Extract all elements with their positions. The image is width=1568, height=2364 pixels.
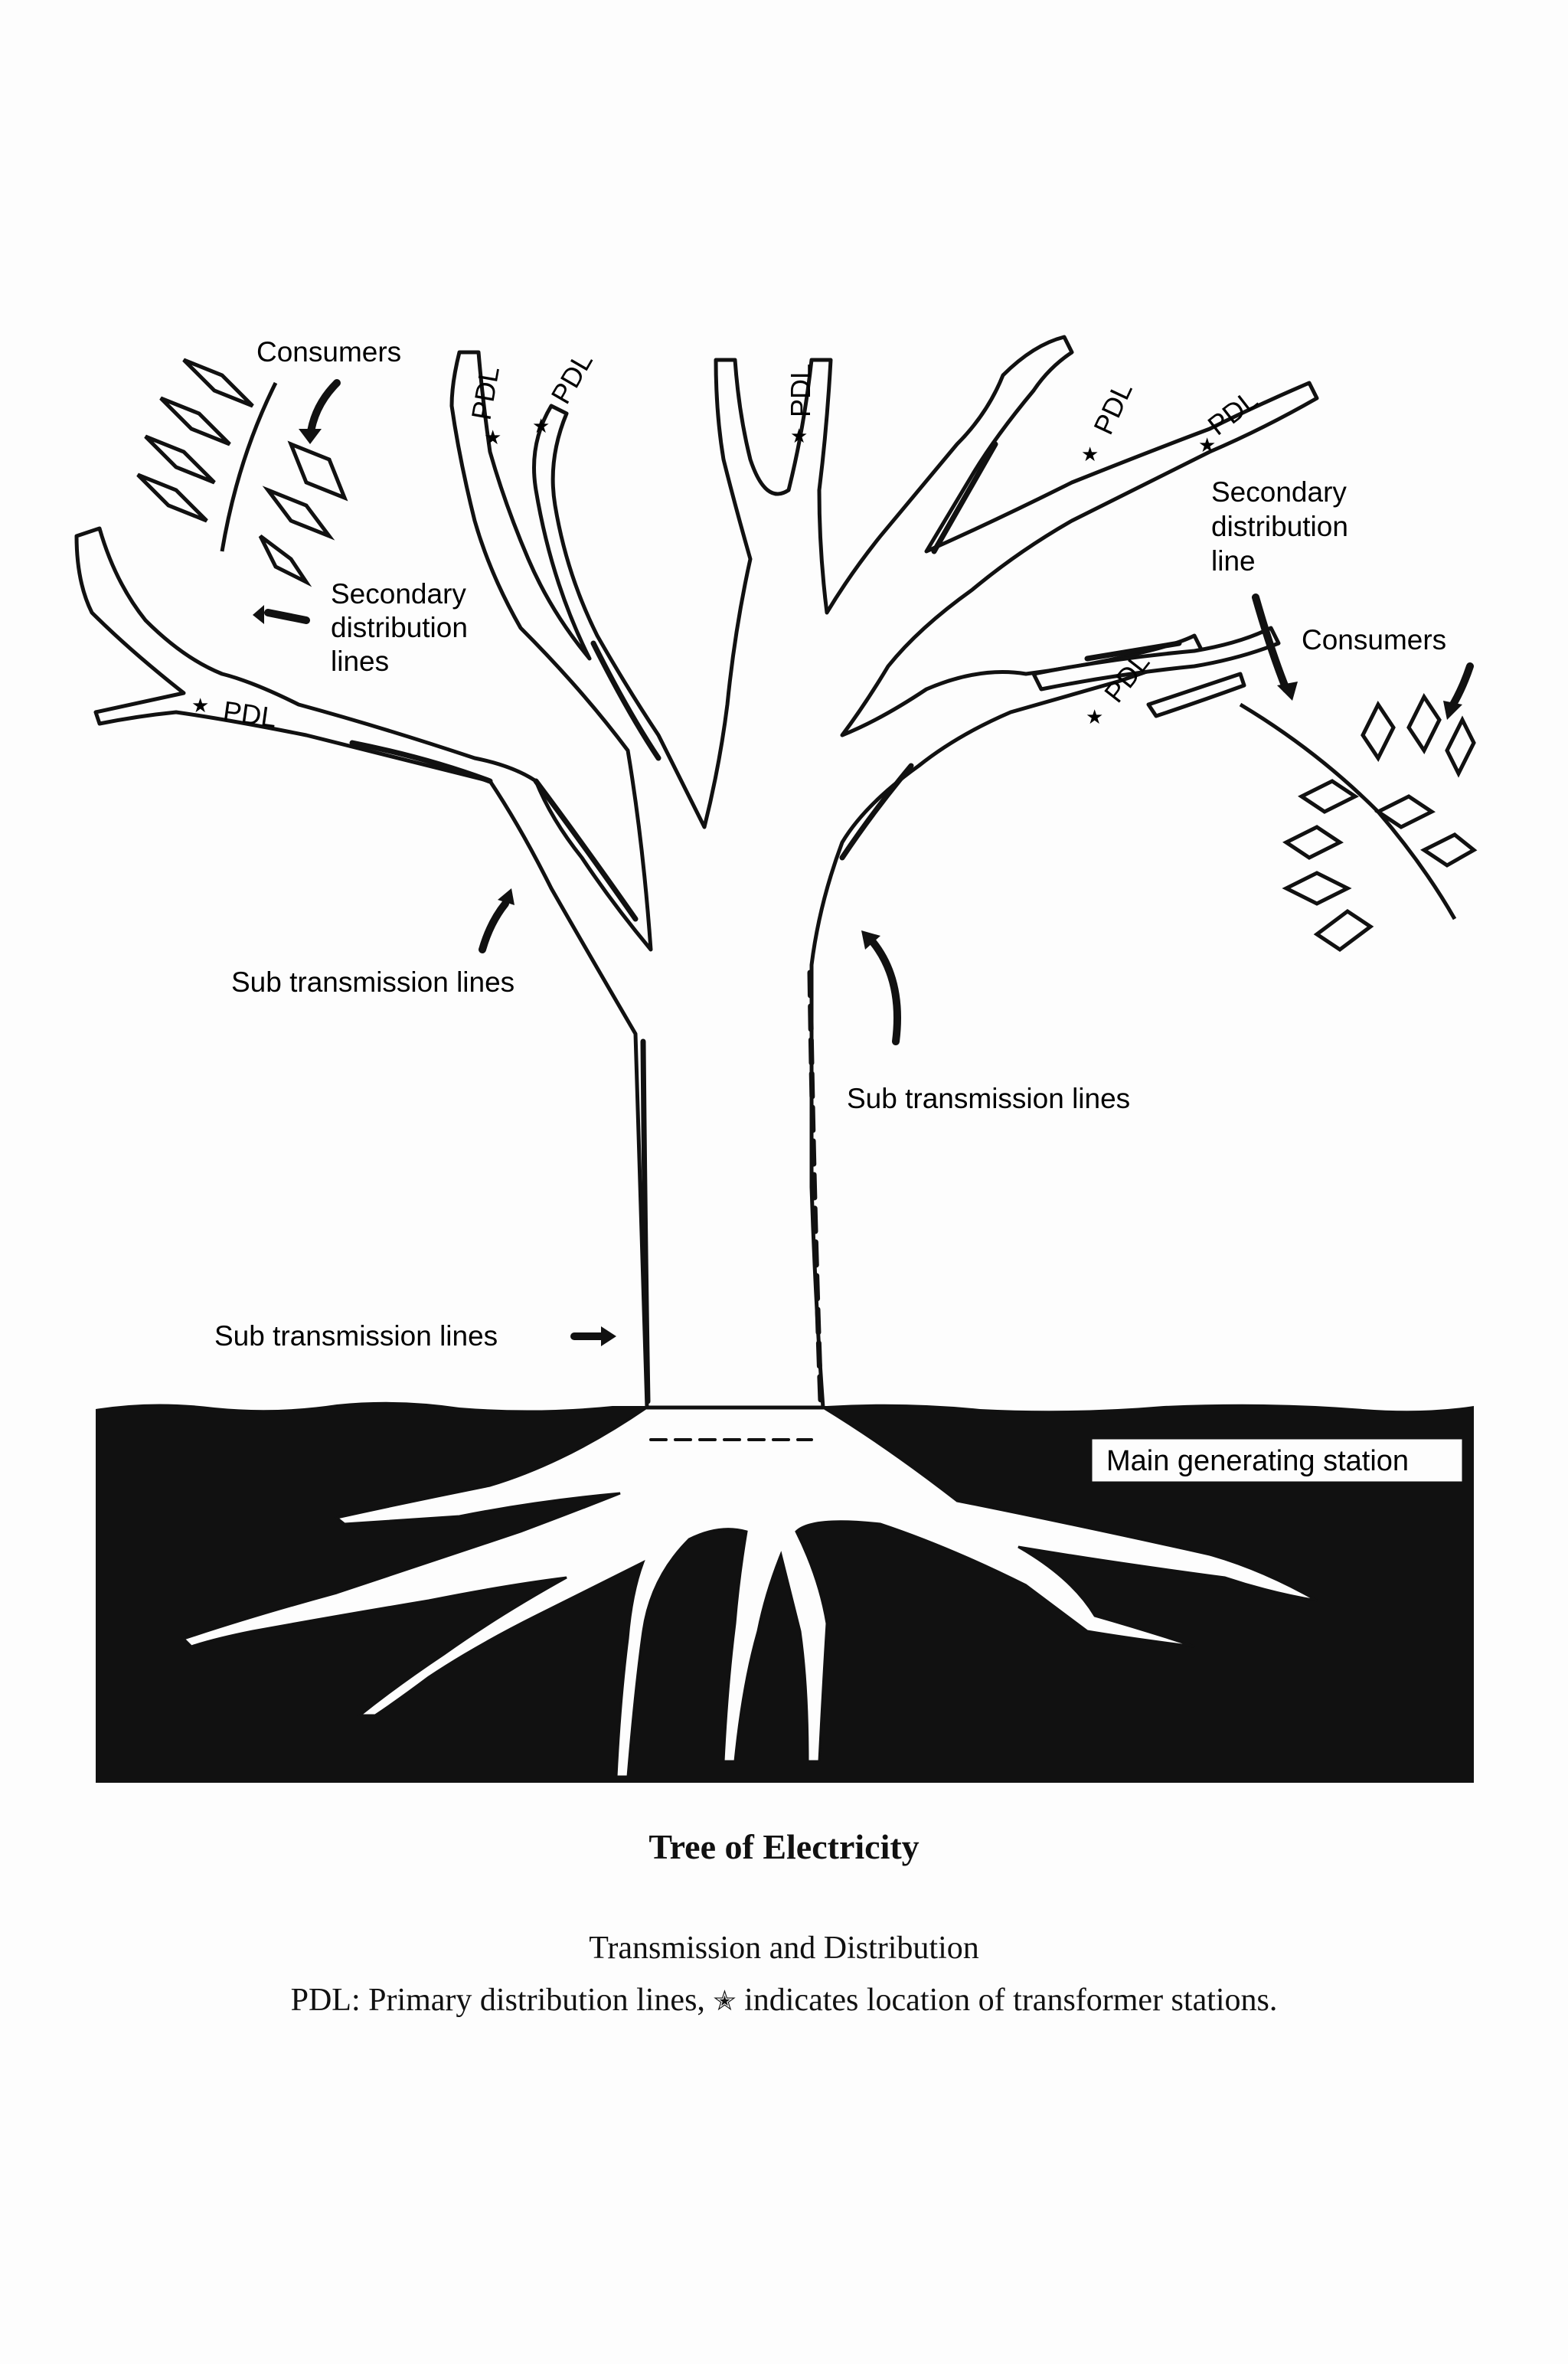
star-icon: ✭ bbox=[713, 1986, 737, 2017]
label-secondary-right-2: distribution bbox=[1211, 511, 1348, 542]
label-pdl: PDL bbox=[1087, 378, 1138, 440]
label-sub-transmission-trunk: Sub transmission lines bbox=[214, 1320, 498, 1352]
star-icon: ★ bbox=[484, 427, 501, 450]
arrows bbox=[253, 379, 1474, 1346]
star-icon: ★ bbox=[532, 415, 550, 438]
label-sub-transmission-right: Sub transmission lines bbox=[847, 1083, 1130, 1114]
label-secondary-right-1: Secondary bbox=[1211, 476, 1347, 508]
leaves-left bbox=[136, 358, 348, 587]
roots bbox=[181, 1406, 1318, 1778]
figure-legend-note: PDL: Primary distribution lines, ✭ indic… bbox=[0, 1982, 1568, 2019]
label-pdl: PDL bbox=[785, 364, 816, 417]
label-pdl: PDL bbox=[221, 695, 279, 733]
station-label-box bbox=[1089, 1437, 1465, 1484]
label-secondary-left-2: distribution bbox=[331, 612, 468, 643]
leaves-right bbox=[1239, 693, 1478, 953]
main-generating-station: Main generating station bbox=[1089, 1437, 1465, 1484]
label-sub-transmission-left: Sub transmission lines bbox=[231, 966, 514, 998]
label-secondary-right-3: line bbox=[1211, 545, 1256, 577]
label-consumers-right: Consumers bbox=[1302, 624, 1446, 656]
star-icon: ★ bbox=[1086, 706, 1103, 729]
star-icon: ★ bbox=[1081, 443, 1099, 466]
label-consumers-left: Consumers bbox=[256, 336, 401, 368]
star-icon: ★ bbox=[1198, 434, 1216, 457]
legend-text-before: PDL: Primary distribution lines, bbox=[290, 1983, 705, 2018]
figure-title: Tree of Electricity bbox=[648, 1827, 920, 1866]
star-icon: ★ bbox=[191, 695, 209, 718]
figure-subtitle: Transmission and Distribution bbox=[589, 1931, 979, 1966]
label-secondary-left-3: lines bbox=[331, 646, 389, 677]
conductor-lines bbox=[349, 441, 1182, 1441]
legend-text-after: indicates location of transformer statio… bbox=[744, 1983, 1278, 2018]
label-secondary-left-1: Secondary bbox=[331, 578, 466, 610]
station-label: Main generating station bbox=[1106, 1445, 1409, 1477]
label-pdl: PDL bbox=[544, 347, 599, 409]
tree bbox=[74, 335, 1319, 1410]
star-icon: ★ bbox=[790, 425, 808, 448]
